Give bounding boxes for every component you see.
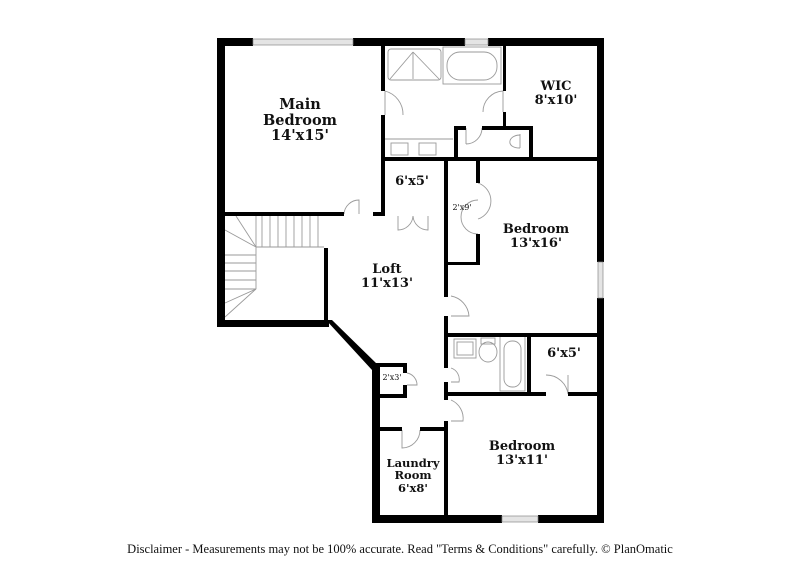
sink-icon — [390, 142, 409, 156]
sink-icon — [453, 338, 477, 359]
door-icon — [545, 374, 569, 395]
room-label-bedroom-13x16: Bedroom 13'x16' — [502, 222, 570, 252]
double-door-icon — [397, 215, 429, 231]
door-icon — [460, 182, 492, 235]
room-label-closet-6x5-top: 6'x5' — [395, 174, 429, 189]
door-icon — [401, 429, 421, 449]
door-icon — [406, 372, 418, 386]
window-icon — [252, 38, 354, 46]
bathtub-icon — [442, 46, 502, 85]
room-label-closet-2x3: 2'x3' — [382, 373, 402, 382]
disclaimer-text: Disclaimer - Measurements may not be 100… — [127, 542, 673, 556]
door-icon — [465, 127, 483, 145]
walls — [217, 38, 604, 523]
sink-icon — [418, 142, 437, 156]
door-icon — [343, 199, 360, 215]
room-label-closet-2x9: 2'x9' — [452, 203, 472, 212]
windows — [252, 38, 604, 523]
window-icon — [597, 261, 604, 299]
window-icon — [464, 38, 489, 46]
room-label-loft: Loft 11'x13' — [361, 262, 413, 292]
window-icon — [501, 515, 539, 523]
room-label-closet-6x5-bottom: 6'x5' — [547, 346, 581, 361]
room-label-laundry-room: Laundry Room 6'x8' — [386, 456, 440, 495]
doors — [343, 90, 569, 449]
door-icon — [450, 295, 470, 317]
door-icon — [450, 399, 464, 422]
room-label-main-bedroom: Main Bedroom 14'x15' — [263, 96, 337, 145]
toilet-icon — [509, 134, 521, 149]
door-icon — [482, 90, 504, 113]
toilet-icon — [478, 341, 498, 363]
staircase-icon — [224, 215, 324, 318]
shower-icon — [387, 48, 442, 81]
room-label-wic: WIC 8'x10' — [534, 79, 578, 109]
fixtures — [224, 46, 526, 392]
room-label-bedroom-13x11: Bedroom 13'x11' — [488, 439, 556, 469]
door-icon — [384, 90, 404, 116]
door-icon — [450, 367, 460, 383]
